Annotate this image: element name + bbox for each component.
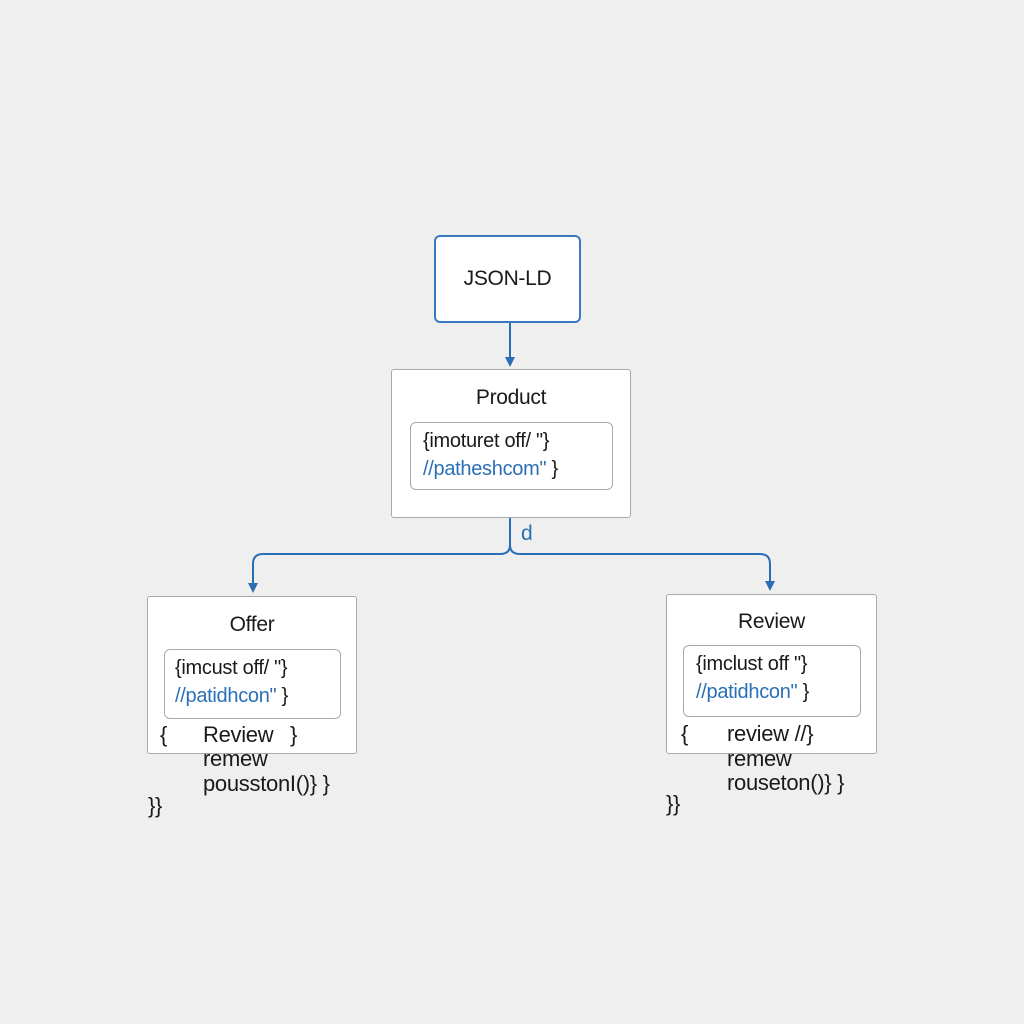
offer-body-line-3: pousstonI()} } <box>203 771 330 796</box>
offer-code-tail: } <box>276 685 289 707</box>
product-code-line-1: {imoturet off/ "} <box>423 430 550 452</box>
review-code-tail: } <box>797 681 810 703</box>
offer-title: Offer <box>229 613 275 636</box>
offer-brace-open: { <box>160 722 168 747</box>
product-code-box: {imoturet off/ "} //patheshcom" } <box>410 422 613 490</box>
offer-body-line-1: Review <box>203 722 274 747</box>
offer-body-line-2: remew <box>203 746 268 771</box>
product-title: Product <box>475 386 547 409</box>
review-brace-open: { <box>681 721 689 746</box>
product-code-tail: } <box>546 458 559 480</box>
offer-code-line-1: {imcust off/ "} <box>175 657 288 679</box>
product-code-link: //patheshcom" <box>423 458 547 480</box>
review-code-link: //patidhcon" <box>696 681 798 703</box>
json-ld-label: JSON-LD <box>463 267 552 290</box>
review-code-line-1: {imclust off "} <box>696 653 808 675</box>
review-node: Review {imclust off "} //patidhcon" } <box>666 594 877 754</box>
review-body-line-1: review //} <box>727 721 814 746</box>
offer-body-line-1-close: } <box>290 722 298 747</box>
offer-node: Offer {imcust off/ "} //patidhcon" } <box>147 596 357 754</box>
review-body-line-3: rouseton()} } <box>727 770 845 795</box>
offer-code-box: {imcust off/ "} //patidhcon" } <box>164 649 341 719</box>
offer-code-link: //patidhcon" <box>175 685 277 707</box>
product-node: Product {imoturet off/ "} //patheshcom" … <box>391 369 631 518</box>
review-brace-close: }} <box>666 791 681 816</box>
edge-product-to-offer <box>248 518 511 593</box>
json-ld-node: JSON-LD <box>434 235 581 323</box>
edge-product-to-review <box>509 518 775 591</box>
review-code-box: {imclust off "} //patidhcon" } <box>683 645 861 717</box>
review-body-line-2: remew <box>727 746 792 771</box>
review-title: Review <box>737 610 806 633</box>
offer-brace-close: }} <box>148 793 163 818</box>
edge-label: d <box>521 522 533 545</box>
